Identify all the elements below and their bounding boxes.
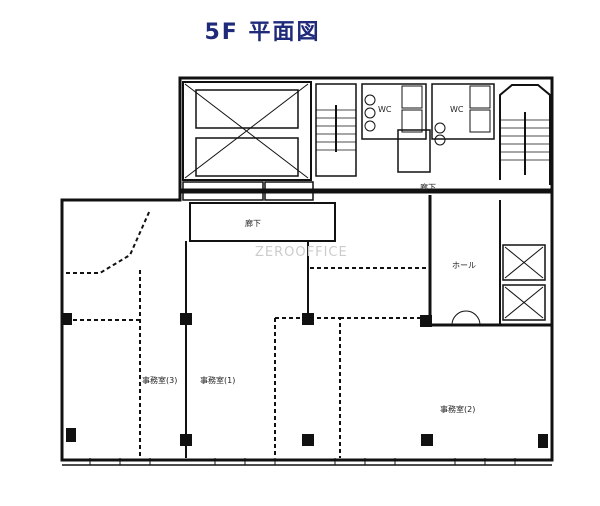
building-core: WC WC 廊下 <box>178 76 554 201</box>
hall-label: ホール <box>452 261 476 270</box>
columns <box>62 313 548 448</box>
elevators <box>502 244 546 321</box>
office3-label: 事務室(3) <box>142 375 177 385</box>
stair-left <box>315 83 357 177</box>
elevator-shaft-upper <box>184 83 309 179</box>
corridor-label: 廊下 <box>245 218 261 228</box>
watermark: ZEROOFFICE <box>255 245 348 260</box>
svg-text:WC: WC <box>378 105 392 114</box>
wc-men: WC <box>361 83 427 140</box>
svg-text:WC: WC <box>450 105 464 114</box>
page-title: 5F 平面図 <box>204 20 321 45</box>
corridor-core-label: 廊下 <box>420 182 436 192</box>
office1-label: 事務室(1) <box>200 375 235 385</box>
stair-right <box>499 84 551 185</box>
main-floor: 廊下 ホール <box>60 190 554 466</box>
wc-women: WC <box>431 83 495 146</box>
office2-label: 事務室(2) <box>440 404 475 414</box>
